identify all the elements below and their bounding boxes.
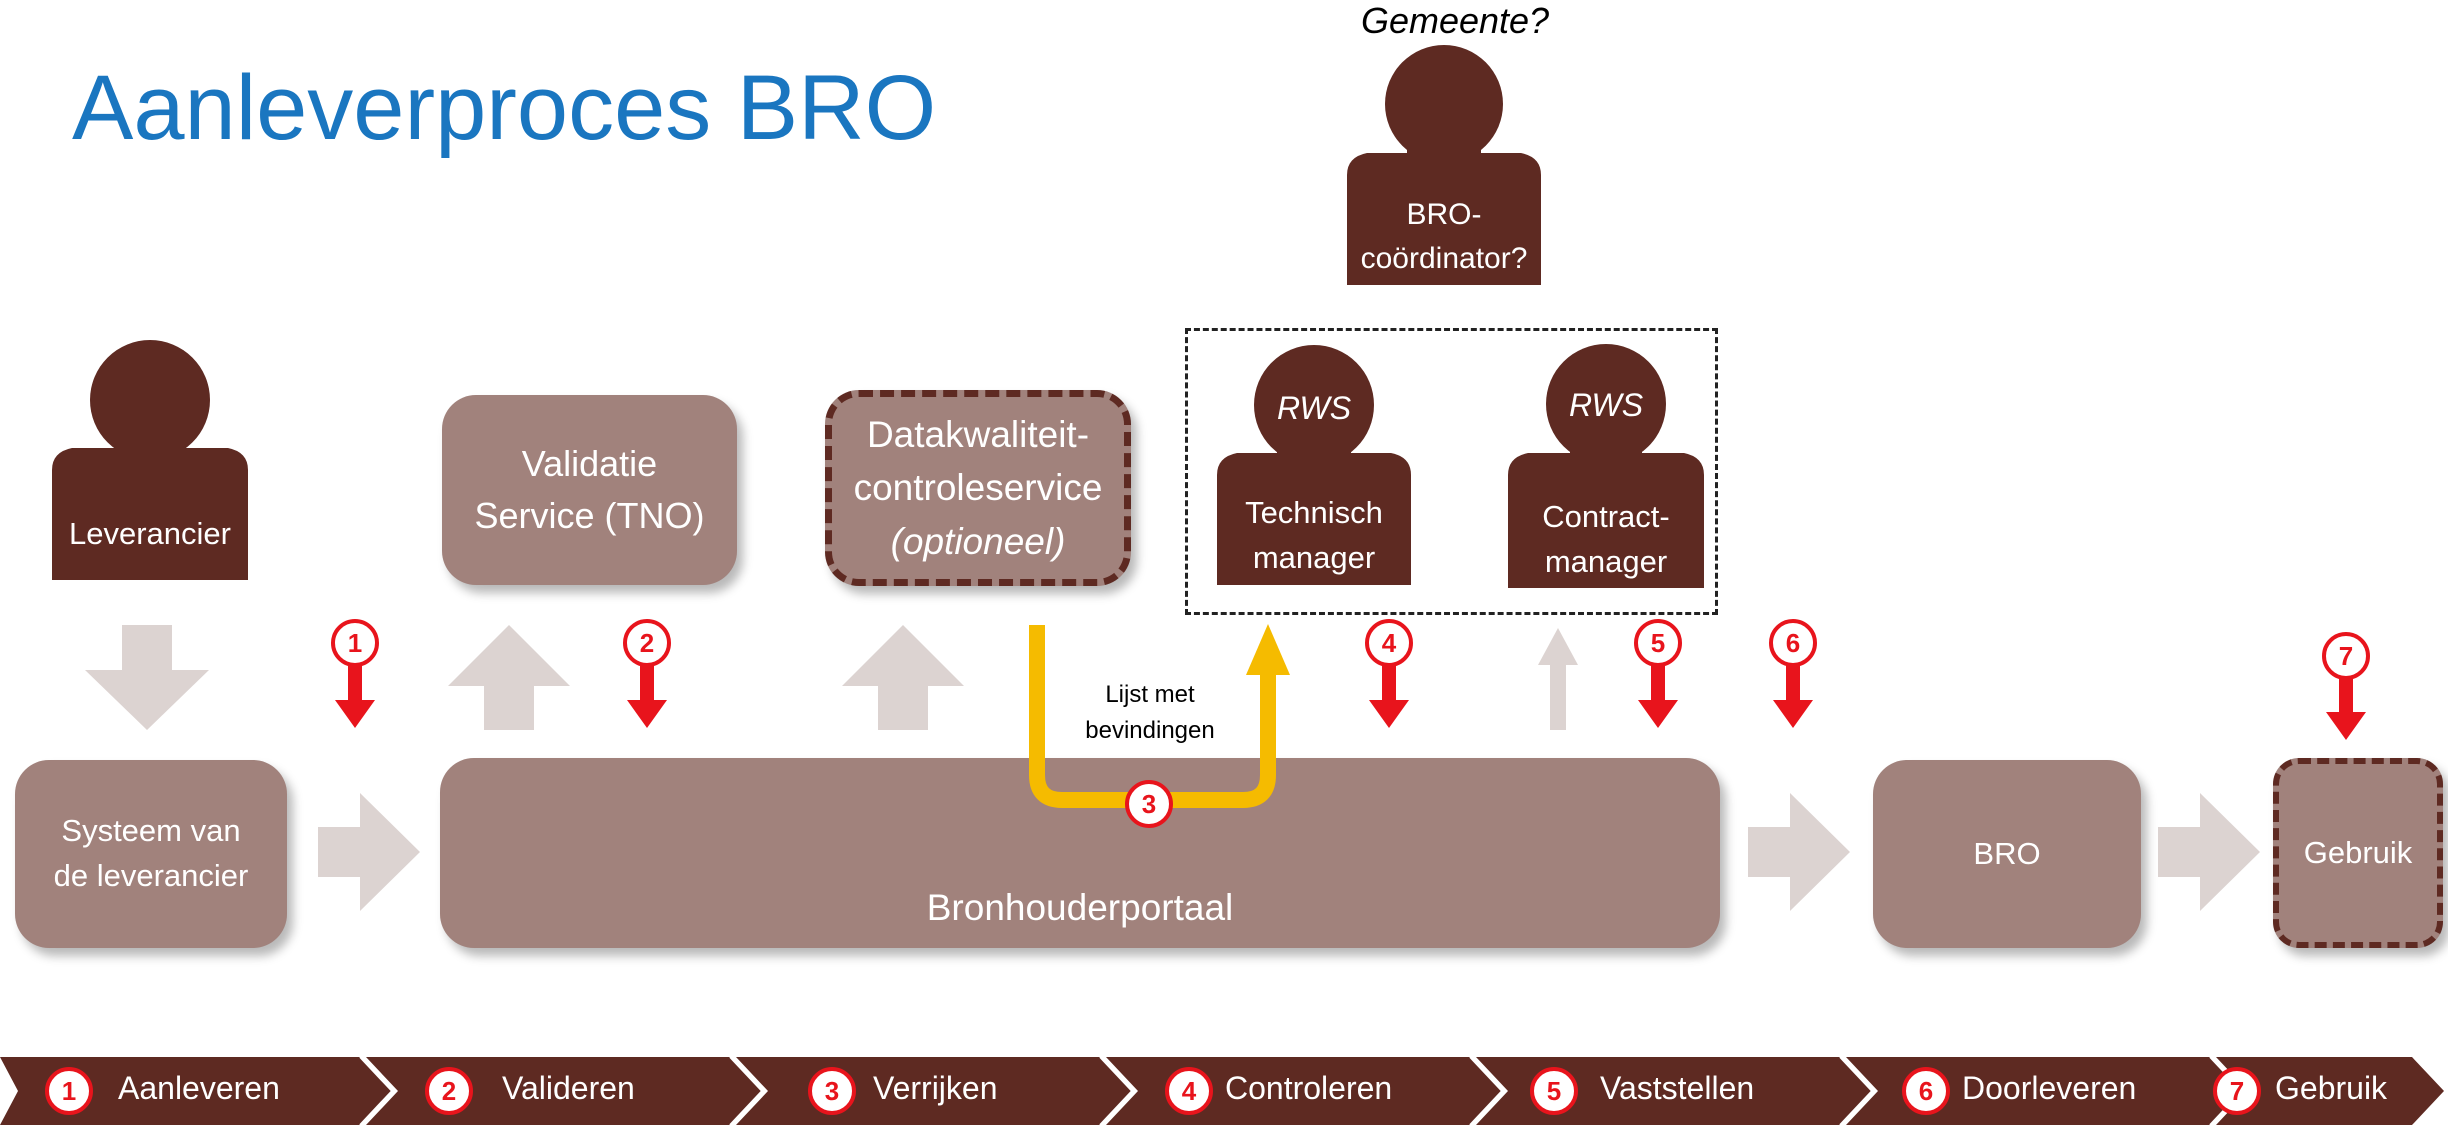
bronhouderportaal-label: Bronhouderportaal — [926, 887, 1234, 929]
marker-7: 7 — [2322, 632, 2370, 680]
datakwaliteit-label: Datakwaliteit- controleservice (optionee… — [854, 408, 1103, 569]
rws-group-border — [1185, 328, 1718, 615]
stage-number-6: 6 — [1902, 1067, 1950, 1115]
flow-arrow-up — [842, 625, 964, 730]
flow-arrow-right — [318, 793, 420, 911]
marker-arrow-1 — [335, 660, 375, 728]
stage-label-4: Controleren — [1225, 1070, 1393, 1106]
marker-2: 2 — [623, 619, 671, 667]
stage-label-2: Valideren — [502, 1070, 635, 1106]
validatie-service-label: Validatie Service (TNO) — [474, 442, 705, 536]
systeem-leverancier-box: Systeem van de leverancier — [15, 760, 287, 948]
page-title: Aanleverproces BRO — [72, 57, 937, 159]
stage-chevron-1 — [0, 1057, 392, 1125]
stage-label-3: Verrijken — [873, 1070, 998, 1106]
stage-chevron-5 — [1476, 1057, 1872, 1125]
flow-arrow-down — [85, 625, 209, 730]
flow-arrow-up — [448, 625, 570, 730]
datakwaliteit-service-box: Datakwaliteit- controleservice (optionee… — [825, 390, 1131, 586]
marker-arrow-2 — [627, 660, 667, 728]
stage-number-5: 5 — [1530, 1067, 1578, 1115]
person-icon — [1508, 344, 1704, 588]
marker-arrow-7 — [2326, 672, 2366, 740]
marker-3: 3 — [1125, 780, 1173, 828]
marker-1: 1 — [331, 619, 379, 667]
findings-arrow-head — [1246, 624, 1290, 675]
marker-arrow-5 — [1638, 660, 1678, 728]
bro-coordinator-label: BRO- coördinator? — [1360, 198, 1528, 275]
marker-5: 5 — [1634, 619, 1682, 667]
technisch-manager-person: RWS Technisch manager — [1217, 345, 1411, 585]
stage-label-1: Aanleveren — [118, 1070, 280, 1106]
stage-number-2: 2 — [425, 1067, 473, 1115]
stage-number-3: 3 — [808, 1067, 856, 1115]
marker-6: 6 — [1769, 619, 1817, 667]
marker-4: 4 — [1365, 619, 1413, 667]
contract-manager-label: Contract- manager — [1542, 499, 1670, 579]
leverancier-person: Leverancier — [52, 340, 248, 580]
person-icon — [52, 340, 248, 580]
bronhouderportaal-box: Bronhouderportaal — [440, 758, 1720, 948]
stage-chevron-6 — [1846, 1057, 2242, 1125]
gebruik-label: Gebruik — [2303, 834, 2413, 870]
validatie-service-box: Validatie Service (TNO) — [442, 395, 737, 585]
contract-org-label: RWS — [1568, 387, 1644, 423]
stage-label-6: Doorleveren — [1962, 1070, 2137, 1106]
stage-number-7: 7 — [2213, 1067, 2261, 1115]
marker-arrow-4 — [1369, 660, 1409, 728]
findings-label: Lijst met bevindingen — [1085, 681, 1215, 744]
marker-arrow-6 — [1773, 660, 1813, 728]
stage-label-5: Vaststellen — [1600, 1070, 1755, 1106]
flow-arrow-right — [2158, 793, 2260, 911]
person-icon — [1217, 345, 1411, 585]
stage-label-7: Gebruik — [2275, 1070, 2388, 1106]
bro-label: BRO — [1973, 835, 2041, 871]
leverancier-label: Leverancier — [69, 516, 231, 551]
stage-number-1: 1 — [45, 1067, 93, 1115]
stage-number-4: 4 — [1165, 1067, 1213, 1115]
datakwaliteit-line1: Datakwaliteit- — [866, 413, 1090, 455]
gebruik-box: Gebruik — [2273, 758, 2443, 948]
person-icon — [1347, 45, 1541, 285]
flow-arrow-right — [1748, 793, 1850, 911]
datakwaliteit-line2: controleservice — [853, 467, 1103, 509]
technisch-org-label: RWS — [1276, 390, 1352, 426]
flow-arrows — [85, 624, 2366, 911]
bro-coordinator-person: BRO- coördinator? — [1347, 45, 1541, 285]
contract-manager-person: RWS Contract- manager — [1508, 344, 1704, 588]
datakwaliteit-line3: (optioneel) — [890, 520, 1066, 562]
stage-chevron-7 — [2216, 1057, 2444, 1125]
gemeente-label: Gemeente? — [1360, 0, 1550, 41]
technisch-manager-label: Technisch manager — [1245, 495, 1383, 575]
bro-box: BRO — [1873, 760, 2141, 948]
flow-arrow-up-thin — [1538, 628, 1578, 730]
systeem-leverancier-label: Systeem van de leverancier — [53, 813, 249, 893]
